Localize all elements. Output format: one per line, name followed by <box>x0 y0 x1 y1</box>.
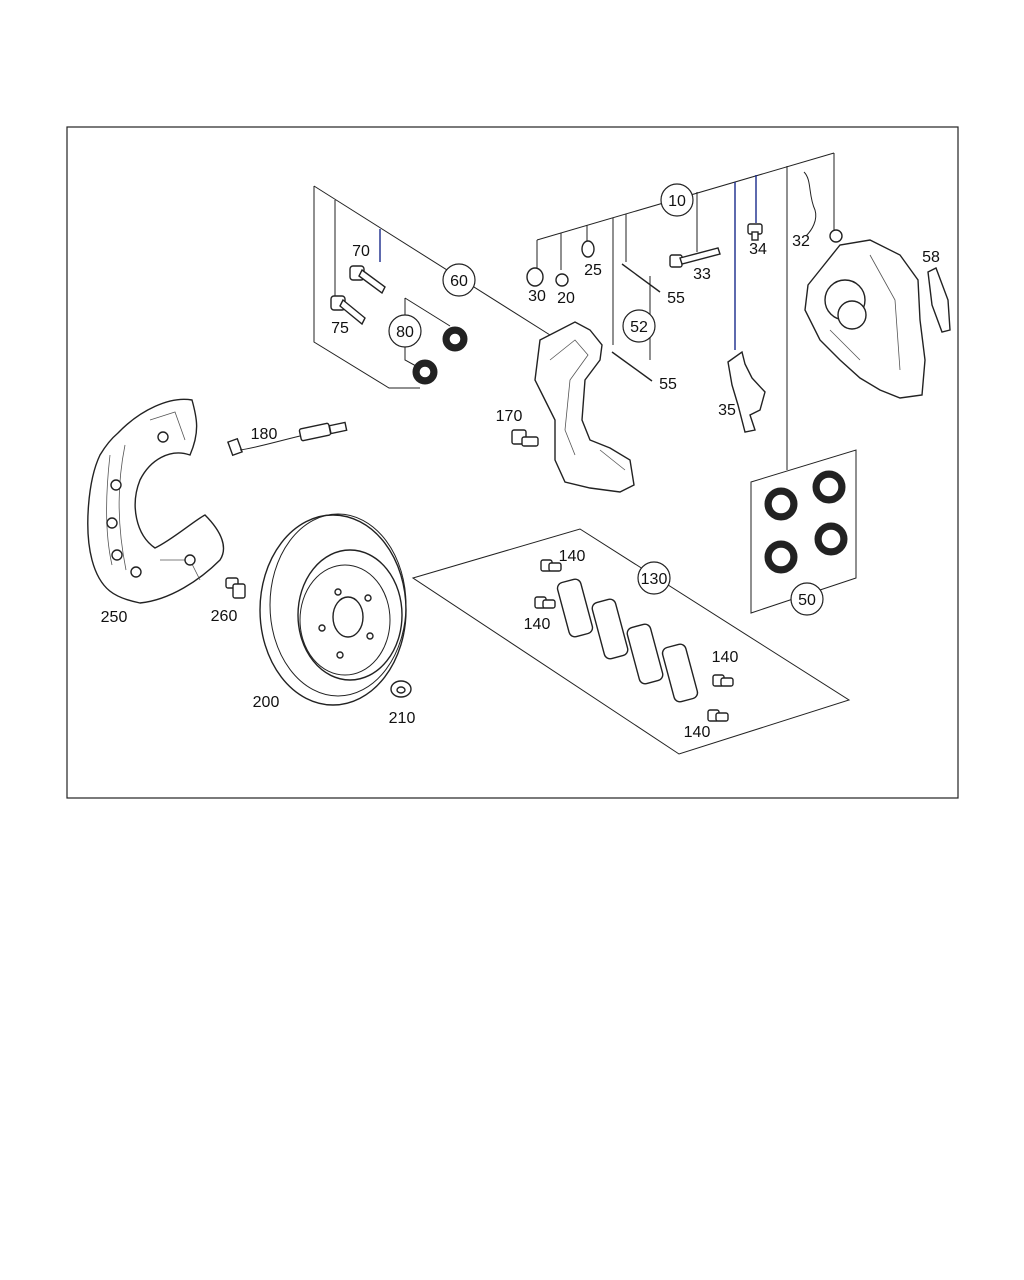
callout-circle-50 <box>790 582 824 616</box>
group-line-60 <box>313 186 420 389</box>
label-50: 50 <box>798 592 816 609</box>
callout-circle-80 <box>388 314 422 348</box>
screw-210-part <box>390 680 412 698</box>
label-180: 180 <box>251 426 278 443</box>
label-10: 10 <box>668 193 686 210</box>
bleed-valve-20-part <box>555 273 569 287</box>
callout-circle-130 <box>637 561 671 595</box>
label-140-b: 140 <box>524 616 551 633</box>
bolt-170-part <box>511 429 539 447</box>
guide-bolt-75-part <box>330 295 366 326</box>
guide-bolt-70-part <box>349 265 386 295</box>
label-20: 20 <box>557 290 575 307</box>
bolt-140-b-part <box>534 596 556 609</box>
label-170: 170 <box>496 408 523 425</box>
label-30: 30 <box>528 288 546 305</box>
group-box-130 <box>411 528 851 755</box>
label-140-a: 140 <box>559 548 586 565</box>
wear-sensor-part <box>227 421 348 457</box>
cap-25-part <box>581 240 595 258</box>
label-70: 70 <box>352 243 370 260</box>
wire-32-part <box>803 171 817 237</box>
label-58: 58 <box>922 249 940 266</box>
seal-kit-50-part <box>764 470 848 574</box>
label-140-d: 140 <box>684 724 711 741</box>
label-52: 52 <box>630 319 648 336</box>
label-34: 34 <box>749 241 767 258</box>
group-box-50 <box>750 449 857 614</box>
label-250: 250 <box>101 609 128 626</box>
label-35: 35 <box>718 402 736 419</box>
label-260: 260 <box>211 608 238 625</box>
callout-circle-10 <box>660 183 694 217</box>
brake-disc-part <box>259 513 407 706</box>
bolt-33-part <box>669 247 721 268</box>
label-210: 210 <box>389 710 416 727</box>
spring-clip-35-part <box>727 350 766 433</box>
bolt-140-c-part <box>712 674 734 687</box>
bushing-60-part <box>442 326 468 352</box>
bolt-140-d-part <box>707 709 729 722</box>
label-55-upper: 55 <box>667 290 685 307</box>
label-60: 60 <box>450 273 468 290</box>
caliper-bracket-part <box>534 321 635 493</box>
cap-30-part <box>526 267 544 287</box>
label-75: 75 <box>331 320 349 337</box>
brake-pad-set-part <box>556 578 699 703</box>
bolt-140-a-part <box>540 559 562 572</box>
dust-shield-part <box>87 398 225 604</box>
label-25: 25 <box>584 262 602 279</box>
label-130: 130 <box>641 571 668 588</box>
pin-55-lower-part <box>611 351 653 382</box>
label-32: 32 <box>792 233 810 250</box>
bolt-260-part <box>225 577 246 599</box>
callout-circle-52 <box>622 309 656 343</box>
diagram-frame <box>66 126 959 799</box>
label-55-lower: 55 <box>659 376 677 393</box>
callout-circle-60 <box>442 263 476 297</box>
label-140-c: 140 <box>712 649 739 666</box>
bushing-80-part <box>412 359 438 385</box>
caliper-housing-part <box>804 229 926 399</box>
label-33: 33 <box>693 266 711 283</box>
label-200: 200 <box>253 694 280 711</box>
screw-34-part <box>747 223 763 241</box>
label-80: 80 <box>396 324 414 341</box>
pin-55-upper-part <box>621 263 661 293</box>
clip-58-part <box>927 267 951 333</box>
